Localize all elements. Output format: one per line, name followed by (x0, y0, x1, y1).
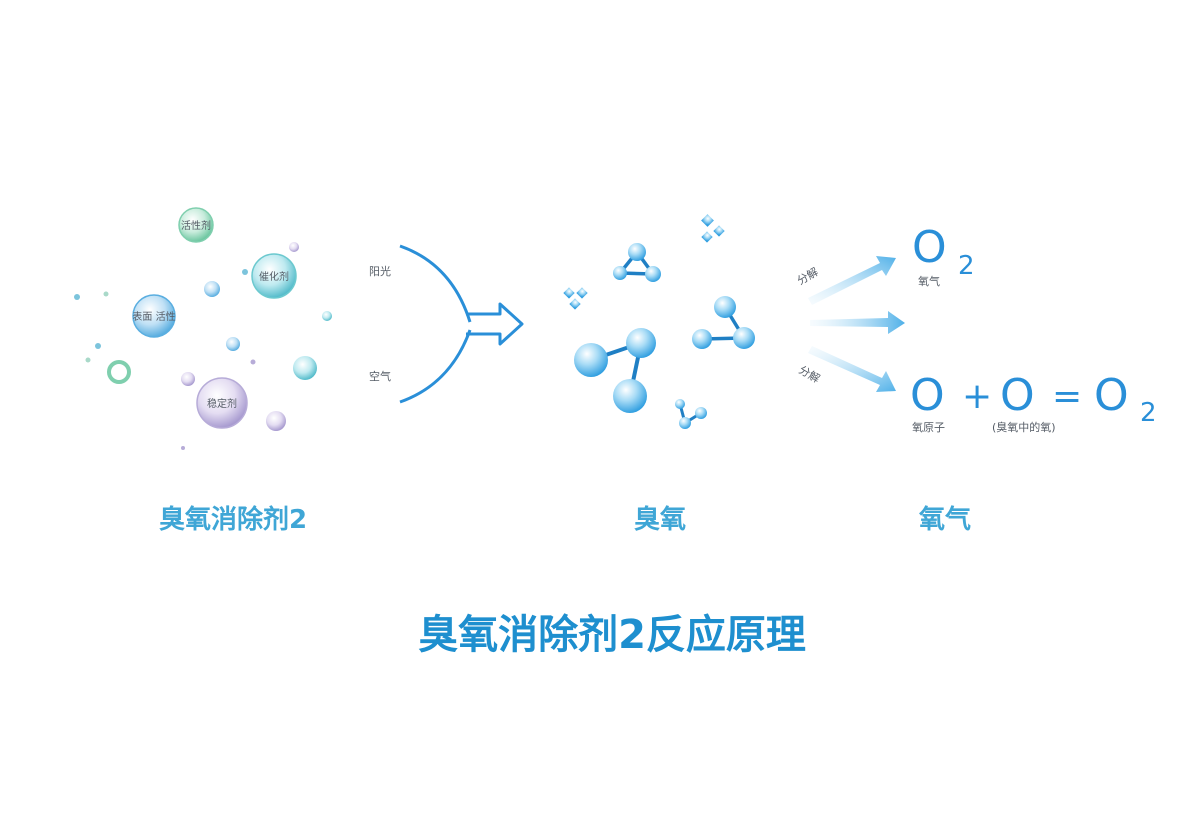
decompose-upper-label: 分解 (795, 264, 821, 287)
decomposition-arrows: 分解 分解 (795, 256, 905, 392)
equation-result-subscript: 2 (1140, 398, 1157, 428)
atom-cluster-left (563, 287, 588, 310)
section-label-oxygen: 氧气 (918, 504, 971, 535)
reagent-bubble-cluster: 活性剂 催化剂 表面 活性 稳定剂 (74, 207, 332, 450)
merge-arrow: 阳光 空气 (369, 244, 524, 404)
small-bubble (322, 311, 332, 321)
ozone-molecule-cluster (563, 214, 755, 429)
bubble-active-agent: 活性剂 (178, 207, 214, 243)
atom-cluster-top (701, 214, 725, 243)
sunlight-label: 阳光 (369, 264, 391, 278)
oxygen-subscript: 2 (958, 251, 975, 281)
arrow-middle (810, 311, 905, 334)
bubble-active-agent-label: 活性剂 (181, 219, 211, 232)
small-bubble (266, 411, 286, 431)
small-bubble (107, 360, 131, 384)
equation-plus: + (962, 376, 992, 417)
decompose-lower-label: 分解 (797, 362, 823, 385)
section-label-ozone: 臭氧 (634, 505, 686, 535)
bubble-surface-active-label: 表面 活性 (132, 310, 175, 323)
ozone-molecule-upper-left (613, 243, 661, 282)
small-bubble (181, 372, 195, 386)
small-bubble (204, 281, 220, 297)
oxygen-product: O 2 氧气 (912, 222, 975, 288)
small-bubble (103, 291, 109, 297)
small-bubble (95, 343, 101, 349)
equation-equals: = (1052, 376, 1082, 417)
air-label: 空气 (369, 369, 391, 383)
equation-result: O (1094, 370, 1129, 421)
small-bubble (74, 294, 80, 300)
oxygen-symbol: O (912, 222, 947, 273)
bubble-surface-active: 表面 活性 (132, 294, 176, 338)
bubble-stabilizer: 稳定剂 (196, 377, 248, 429)
small-bubble (181, 446, 185, 450)
bubble-stabilizer-label: 稳定剂 (207, 397, 237, 410)
arrow-down (808, 346, 896, 392)
ozone-molecule-small (675, 399, 707, 429)
bubble-catalyst: 催化剂 (251, 253, 297, 299)
ozone-molecule-large (574, 328, 656, 413)
small-bubble (242, 269, 248, 275)
ozone-oxygen-caption: (臭氧中的氧) (992, 420, 1056, 434)
oxygen-equation: O + O = O 2 氧原子 (臭氧中的氧) (910, 370, 1157, 434)
arrow-up (808, 256, 896, 305)
section-label-eliminator: 臭氧消除剂2 (159, 504, 307, 535)
small-bubble (293, 356, 317, 380)
bubble-catalyst-label: 催化剂 (259, 270, 289, 283)
small-bubble (250, 359, 256, 365)
ozone-molecule-right (692, 296, 755, 349)
oxygen-caption: 氧气 (918, 274, 940, 288)
small-bubble (226, 337, 240, 351)
small-bubble (289, 242, 299, 252)
small-bubble (85, 357, 91, 363)
page-title: 臭氧消除剂2反应原理 (418, 612, 806, 658)
oxygen-atom-caption: 氧原子 (912, 420, 945, 434)
equation-atom-2: O (1000, 370, 1035, 421)
equation-atom-1: O (910, 370, 945, 421)
